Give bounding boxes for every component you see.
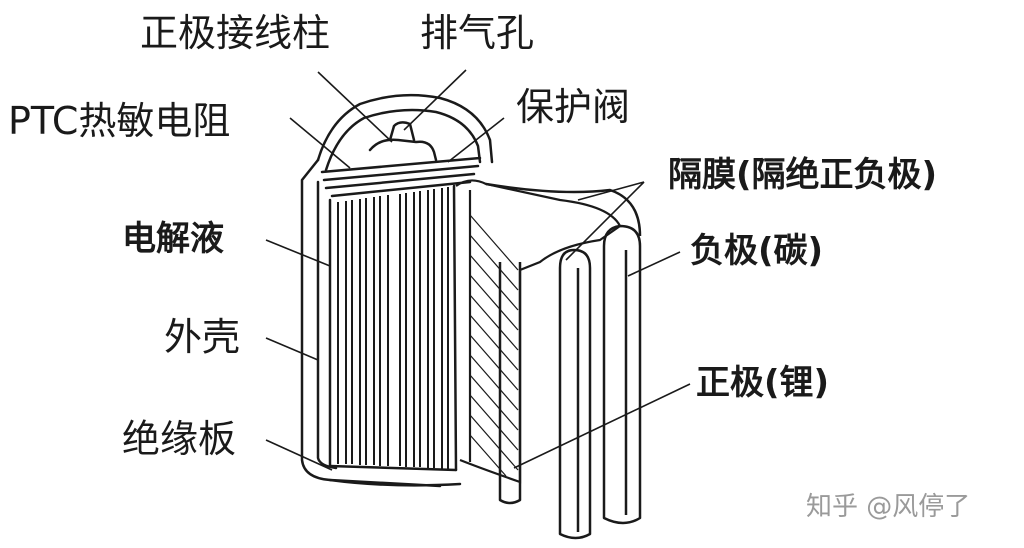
leader-lines	[265, 69, 691, 471]
watermark-platform: 知乎	[806, 492, 859, 522]
label-safety-valve: 保护阀	[516, 85, 631, 129]
leader-insulating-plate	[265, 439, 333, 471]
tube-1	[498, 262, 522, 505]
label-outer-shell: 外壳	[164, 315, 241, 359]
shell-bottom-edge	[328, 478, 462, 487]
leader-vent-hole	[403, 69, 467, 131]
label-positive-terminal: 正极接线柱	[140, 11, 331, 55]
label-negative-electrode: 负极(碳)	[690, 231, 824, 271]
ptc-layer	[330, 180, 472, 198]
leader-electrolyte	[265, 239, 331, 267]
label-vent-hole: 排气孔	[420, 11, 535, 55]
leader-ptc	[289, 117, 351, 169]
leader-separator-b	[565, 181, 645, 261]
cap-inner	[324, 108, 482, 172]
label-positive-electrode: 正极(锂)	[696, 363, 830, 403]
label-separator: 隔膜(隔绝正负极)	[668, 155, 938, 195]
label-ptc-thermistor: PTC热敏电阻	[8, 99, 231, 143]
watermark-author: @风停了	[866, 492, 971, 522]
electrode-stripes	[337, 187, 449, 469]
tube-2	[558, 248, 592, 540]
seal-layer-3	[324, 172, 476, 190]
stack-right-edge	[452, 184, 458, 472]
label-insulating-plate: 绝缘板	[122, 417, 237, 461]
seal-layer-1	[320, 156, 482, 174]
outer-shell-inner-wall	[316, 180, 338, 470]
stack-bottom	[328, 464, 458, 472]
leader-positive-electrode	[513, 383, 691, 469]
tube-3	[602, 224, 642, 525]
cap-dome	[316, 93, 494, 164]
watermark: 知乎 @风停了	[806, 494, 970, 520]
leader-negative	[627, 251, 681, 277]
label-electrolyte: 电解液	[122, 219, 224, 259]
leader-separator-a	[577, 181, 645, 201]
leader-outer-shell	[265, 337, 319, 361]
leader-positive-terminal	[317, 71, 393, 143]
vent-bump	[388, 121, 416, 142]
separator-sheet	[485, 182, 642, 237]
positive-terminal-top	[368, 138, 438, 162]
seal-layer-2	[322, 164, 480, 182]
leader-safety-valve	[447, 117, 505, 163]
unrolled-sheet	[455, 179, 622, 484]
sheet-hatching	[469, 214, 519, 477]
